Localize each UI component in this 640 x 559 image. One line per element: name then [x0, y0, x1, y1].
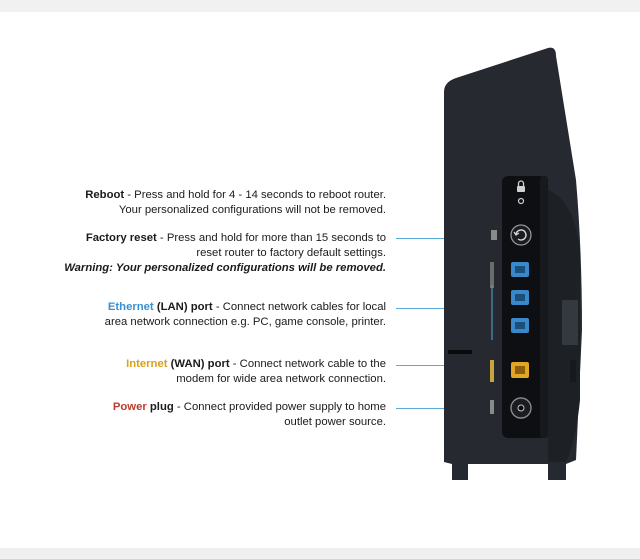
factory-reset-label: Factory reset - Press and hold for more …: [64, 231, 386, 276]
internet-label: Internet (WAN) port - Connect network ca…: [126, 357, 386, 387]
internet-text-mark: [490, 360, 494, 382]
reboot-title: Reboot: [85, 189, 125, 201]
factory-reset-desc-2: reset router to factory default settings…: [196, 247, 386, 259]
power-jack: [510, 397, 532, 419]
bottom-border: [0, 548, 640, 559]
power-cycle-icon: [510, 224, 532, 246]
factory-reset-desc-1: - Press and hold for more than 15 second…: [156, 232, 386, 244]
panel-groove: [540, 176, 548, 438]
reboot-desc-2: Your personalized configurations will no…: [118, 204, 386, 216]
body-edge-notch: [570, 360, 576, 382]
ethernet-title: Ethernet: [107, 301, 154, 313]
reset-pinhole: [517, 197, 525, 205]
internet-desc-2: modem for wide area network connection.: [176, 373, 386, 385]
body-slot: [448, 350, 472, 354]
power-desc-1: - Connect provided power supply to home: [173, 401, 386, 413]
ethernet-label: Ethernet (LAN) port - Connect network ca…: [105, 300, 386, 330]
power-title: Power: [112, 401, 147, 413]
factory-reset-warning: Warning: Your personalized configuration…: [64, 262, 386, 274]
reboot-label: Reboot - Press and hold for 4 - 14 secon…: [85, 188, 386, 218]
power-label: Power plug - Connect provided power supp…: [113, 400, 386, 430]
ethernet-ports: [511, 262, 529, 333]
ethernet-desc-1: - Connect network cables for local: [212, 301, 386, 313]
internet-title: Internet: [126, 358, 168, 370]
power-title-rest: plug: [146, 401, 174, 413]
factory-reset-title: Factory reset: [85, 232, 157, 244]
internet-desc-1: - Connect network cable to the: [229, 358, 386, 370]
lock-icon: [517, 180, 525, 192]
power-desc-2: outlet power source.: [284, 416, 386, 428]
ethernet-desc-2: area network connection e.g. PC, game co…: [104, 316, 386, 328]
internet-title-rest: (WAN) port: [167, 358, 230, 370]
ethernet-text-mark: [490, 262, 494, 288]
ethernet-title-rest: (LAN) port: [153, 301, 213, 313]
top-border: [0, 0, 640, 12]
power-text-mark: [490, 400, 494, 414]
router-side-strip: [562, 300, 578, 345]
reset-button-label-mark: [491, 230, 497, 240]
reboot-desc-1: - Press and hold for 4 - 14 seconds to r…: [124, 189, 386, 201]
